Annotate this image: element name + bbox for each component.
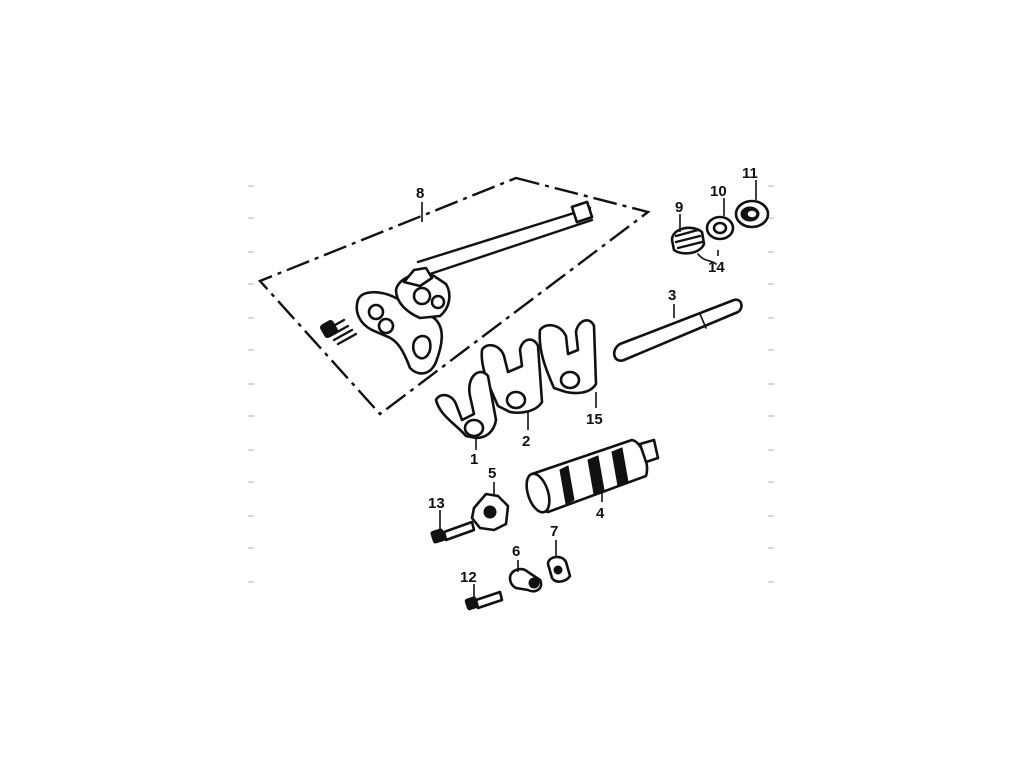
callout-11: 11 xyxy=(742,165,758,182)
part-1-shift-fork xyxy=(434,370,498,440)
part-2-shift-fork xyxy=(480,338,544,414)
callout-9: 9 xyxy=(675,199,683,216)
part-12-bolt xyxy=(464,590,504,611)
callout-5: 5 xyxy=(488,465,496,482)
callout-15: 15 xyxy=(586,411,603,428)
part-4-shift-drum xyxy=(525,438,660,514)
part-7-spring-clip xyxy=(546,555,572,583)
callout-2: 2 xyxy=(522,433,530,450)
part-number-callouts: 8 9 10 11 14 3 15 2 1 4 5 13 7 6 12 xyxy=(416,165,758,586)
part-5-drum-cam xyxy=(470,492,510,532)
callout-14: 14 xyxy=(708,259,725,276)
part-11-oil-seal xyxy=(734,199,770,229)
part-10-washer xyxy=(705,215,735,241)
callout-13: 13 xyxy=(428,495,445,512)
callout-10: 10 xyxy=(710,183,727,200)
part-3-shift-fork-shaft xyxy=(612,298,743,362)
part-15-shift-fork xyxy=(538,319,598,395)
callout-3: 3 xyxy=(668,287,676,304)
part-8-gearshift-shaft-assembly xyxy=(257,176,651,416)
part-9-spring xyxy=(670,226,717,265)
callout-1: 1 xyxy=(470,451,478,468)
leader-lines xyxy=(421,180,757,598)
part-6-stopper-arm xyxy=(508,567,543,593)
assembly-boundary-dashed xyxy=(257,176,651,416)
part-13-bolt xyxy=(430,520,476,544)
callout-7: 7 xyxy=(550,523,558,540)
return-spring-coil xyxy=(320,318,358,346)
callout-4: 4 xyxy=(596,505,605,522)
callout-8: 8 xyxy=(416,185,424,202)
margin-ticks xyxy=(248,185,774,583)
callout-6: 6 xyxy=(512,543,520,560)
callout-12: 12 xyxy=(460,569,477,586)
